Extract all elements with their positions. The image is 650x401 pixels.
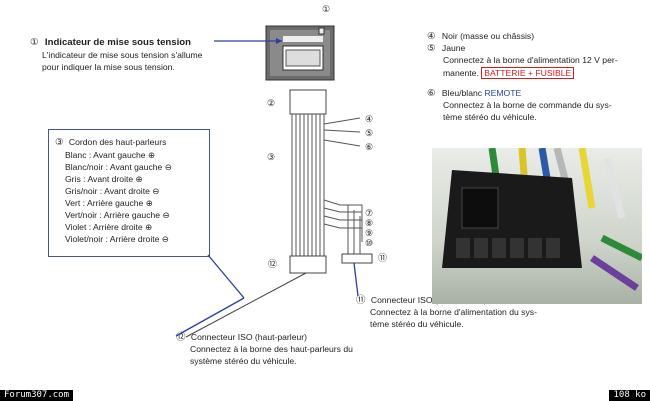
callout-iso-power: ⑪ Connecteur ISO (alimentation) (356, 294, 487, 307)
callout-desc-line: pour indiquer la mise sous tension. (42, 62, 175, 72)
callout-blue-white: ⑥ Bleu/blanc REMOTE (427, 87, 521, 100)
leader-line-12 (185, 272, 307, 338)
arrow-head (276, 38, 282, 44)
callout-title: Bleu/blanc (441, 88, 483, 98)
callout-title: Connecteur ISO (haut-parleur) (190, 332, 307, 342)
footer-size-label: 108 ko (609, 390, 650, 401)
speaker-wire-item: Blanc/noir : Avant gauche ⊖ (65, 162, 172, 172)
diagram-markers: ① ② ③ ④ ⑤ ⑥ ⑦ ⑧ ⑨ ⑩ ⑪ ⑫ (267, 4, 387, 269)
connector-pins (456, 238, 560, 258)
photo-illustration (442, 148, 642, 291)
callout-desc-line: tème stéréo du véhicule. (370, 319, 464, 329)
callout-desc-line: Connectez à la borne des haut-parleurs d… (190, 344, 353, 354)
marker-12: ⑫ (268, 259, 277, 269)
speaker-wire-item: Gris : Avant droite ⊕ (65, 174, 143, 184)
speaker-cord-box: ③ Cordon des haut-parleurs Blanc : Avant… (48, 129, 210, 257)
leader-lines (175, 254, 359, 337)
head-unit (265, 25, 335, 81)
callout-title: Jaune (441, 43, 466, 53)
callout-title: Noir (masse ou châssis) (441, 31, 535, 41)
iso-power-connector (341, 253, 373, 264)
marker-3: ③ (267, 152, 275, 162)
callout-desc-line: L'indicateur de mise sous tension s'allu… (42, 50, 203, 60)
battery-fuse-highlight: BATTERIE + FUSIBLE (481, 67, 575, 79)
callout-title: Indicateur de mise sous tension (44, 37, 191, 48)
marker-6: ⑥ (365, 142, 373, 152)
callout-desc-line: Connectez à la borne d'alimentation 12 V… (443, 55, 618, 65)
connector-latch (461, 187, 499, 229)
speaker-cord-header: ③ Cordon des haut-parleurs (49, 136, 209, 149)
callout-yellow: ⑤ Jaune (427, 42, 465, 55)
footer-site-label: Forum307.com (0, 390, 74, 401)
callout-number: ① (30, 37, 39, 48)
green-wire (600, 234, 642, 262)
callout-title: Connecteur ISO (alimentation) (370, 295, 487, 305)
iso-speaker-connector (289, 255, 327, 274)
speaker-wire-item: Blanc : Avant gauche ⊕ (65, 150, 156, 160)
callout-black-ground: ④ Noir (masse ou châssis) (427, 30, 534, 43)
speaker-wire-item: Violet/noir : Arrière droite ⊖ (65, 234, 170, 244)
callout-desc-prefix: manente. (443, 68, 479, 78)
callout-desc-line: système stéréo du véhicule. (190, 356, 297, 366)
callout-desc-line: tème stéréo du véhicule. (443, 112, 537, 122)
marker-7: ⑦ (365, 208, 373, 218)
marker-5: ⑤ (365, 128, 373, 138)
cable-bundle (291, 114, 325, 256)
speaker-wire-item: Vert/noir : Arrière gauche ⊖ (65, 210, 170, 220)
callout-number: ⑥ (427, 88, 436, 99)
violet-wire (590, 255, 639, 291)
callout-number: ④ (427, 31, 436, 42)
speaker-wire-item: Vert : Arrière gauche ⊕ (65, 198, 153, 208)
marker-1: ① (322, 4, 330, 14)
callout-number: ⑫ (176, 332, 186, 343)
callout-desc-line: manente. BATTERIE + FUSIBLE (443, 67, 575, 79)
speaker-wire-item: Violet : Arrière droite ⊕ (65, 222, 153, 232)
callout-iso-speaker: ⑫ Connecteur ISO (haut-parleur) (176, 331, 307, 344)
callout-number: ⑪ (356, 295, 366, 306)
callout-power-indicator: ① Indicateur de mise sous tension (30, 36, 191, 49)
yellow-wire (578, 148, 596, 209)
harness-top-connector (289, 89, 327, 115)
marker-4: ④ (365, 114, 373, 124)
speaker-wire-item: Gris/noir : Avant droite ⊖ (65, 186, 160, 196)
callout-desc-line: Connectez à la borne de commande du sys- (443, 100, 612, 110)
white-wire (603, 157, 626, 219)
remote-highlight: REMOTE (484, 88, 522, 98)
callout-title: Cordon des haut-parleurs (68, 137, 167, 147)
marker-10: ⑩ (365, 238, 373, 248)
power-wires (323, 117, 363, 254)
callout-desc-line: Connectez à la borne d'alimentation du s… (370, 307, 537, 317)
connector-photo (432, 148, 642, 304)
marker-11: ⑪ (378, 253, 387, 263)
marker-8: ⑧ (365, 218, 373, 228)
marker-9: ⑨ (365, 228, 373, 238)
callout-number: ⑤ (427, 43, 436, 54)
marker-2: ② (267, 98, 275, 108)
callout-number: ③ (55, 137, 64, 148)
